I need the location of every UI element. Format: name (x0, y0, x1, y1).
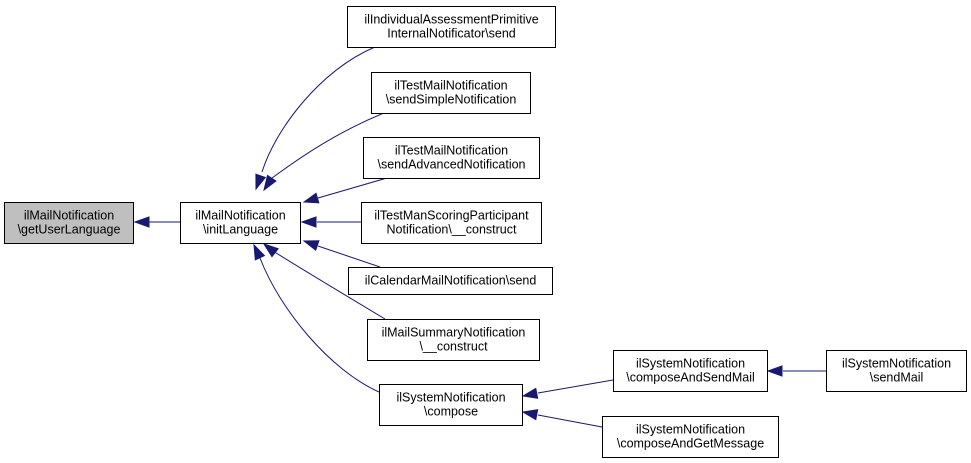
node-label-line: InternalNotificator\send (387, 27, 516, 41)
arrowhead-icon (766, 365, 783, 377)
arrowhead-icon (302, 192, 320, 204)
edge-line (259, 257, 380, 393)
node-compose[interactable]: ilSystemNotification\compose (379, 384, 523, 426)
node-box (367, 319, 540, 361)
arrowhead-icon (521, 387, 539, 399)
edge-line (537, 379, 614, 394)
node-csend[interactable]: ilSystemNotification\composeAndSendMail (613, 350, 768, 392)
arrowhead-icon (302, 240, 320, 252)
node-label-line: \sendSimpleNotification (386, 93, 517, 107)
node-label-line: ilSystemNotification (842, 357, 951, 371)
edge-ia-init (255, 46, 376, 191)
nodes-layer: ilMailNotification\getUserLanguageilMail… (4, 6, 967, 458)
node-label-line: \compose (424, 405, 478, 419)
edges-layer (133, 46, 826, 428)
node-box (363, 137, 540, 179)
node-label-line: \sendAdvancedNotification (377, 158, 525, 172)
node-box (602, 416, 779, 458)
edge-cget-compose (521, 409, 603, 428)
node-smail[interactable]: ilSystemNotification\sendMail (826, 350, 967, 392)
node-tsimple[interactable]: ilTestMailNotification\sendSimpleNotific… (371, 72, 531, 114)
node-label-line: \composeAndGetMessage (617, 437, 764, 451)
node-box (180, 202, 301, 244)
node-box (4, 202, 134, 244)
edge-line (317, 177, 388, 199)
node-cget[interactable]: ilSystemNotification\composeAndGetMessag… (602, 416, 779, 458)
node-label-line: \initLanguage (203, 223, 278, 237)
edge-line (261, 46, 376, 173)
node-box (348, 267, 553, 295)
edge-csend-compose (521, 379, 614, 399)
node-box (826, 350, 967, 392)
node-box (371, 72, 531, 114)
node-ia[interactable]: ilIndividualAssessmentPrimitiveInternalN… (347, 6, 556, 48)
node-label-line: ilTestManScoringParticipant (374, 209, 529, 223)
arrowhead-icon (262, 243, 279, 258)
edge-cal-init (302, 240, 381, 268)
arrowhead-icon (521, 409, 539, 421)
node-label-line: ilIndividualAssessmentPrimitive (364, 13, 538, 27)
edge-compose-init (253, 243, 380, 393)
node-label-line: \getUserLanguage (18, 223, 121, 237)
edge-smail-csend (766, 365, 826, 377)
edge-tman-init (300, 216, 361, 228)
node-root[interactable]: ilMailNotification\getUserLanguage (4, 202, 134, 244)
node-label-line: ilSystemNotification (396, 391, 505, 405)
node-init[interactable]: ilMailNotification\initLanguage (180, 202, 301, 244)
node-label-line: ilMailSummaryNotification (382, 326, 526, 340)
node-box (347, 6, 556, 48)
edge-line (537, 414, 603, 428)
node-box (613, 350, 768, 392)
arrowhead-icon (300, 216, 317, 228)
node-label-line: \composeAndSendMail (626, 371, 755, 385)
node-box (379, 384, 523, 426)
edge-summ-init (262, 243, 386, 320)
edge-line (317, 245, 381, 268)
node-label-line: Notification\__construct (387, 223, 517, 237)
arrowhead-icon (253, 243, 266, 261)
node-label-line: ilMailNotification (24, 209, 114, 223)
edge-tsimple-init (263, 112, 385, 192)
node-label-line: ilTestMailNotification (395, 144, 508, 158)
node-label-line: ilSystemNotification (636, 423, 745, 437)
node-label-line: \sendMail (870, 371, 924, 385)
node-label-line: ilTestMailNotification (394, 79, 507, 93)
node-label-line: ilCalendarMailNotification\send (365, 274, 537, 288)
arrowhead-icon (255, 173, 267, 191)
node-tadv[interactable]: ilTestMailNotification\sendAdvancedNotif… (363, 137, 540, 179)
arrowhead-icon (263, 174, 277, 192)
node-label-line: ilSystemNotification (636, 357, 745, 371)
node-label-line: \__construct (419, 340, 488, 354)
node-tman[interactable]: ilTestManScoringParticipantNotification\… (361, 202, 542, 244)
arrowhead-icon (133, 216, 150, 228)
node-summ[interactable]: ilMailSummaryNotification\__construct (367, 319, 540, 361)
edge-line (272, 250, 386, 320)
edge-line (271, 112, 385, 179)
node-label-line: ilMailNotification (195, 209, 285, 223)
edge-tadv-init (302, 177, 388, 204)
edge-init-root (133, 216, 180, 228)
node-box (361, 202, 542, 244)
node-cal[interactable]: ilCalendarMailNotification\send (348, 267, 553, 295)
